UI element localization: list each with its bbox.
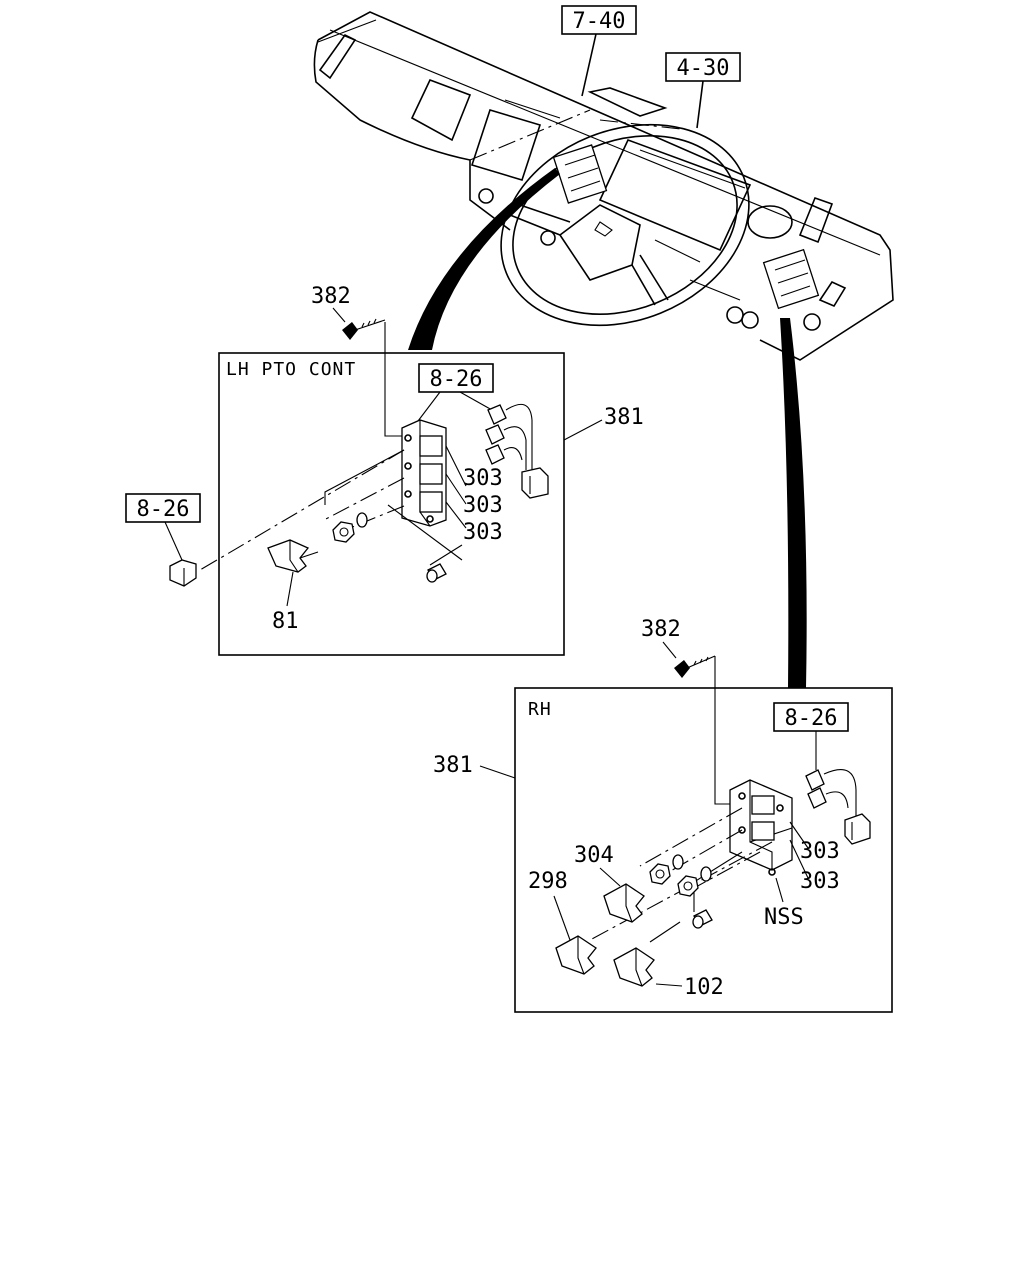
washer-icon	[356, 512, 368, 528]
lh-panel-title: LH PTO CONT	[226, 359, 356, 380]
lh-callout-382: 382	[311, 284, 351, 309]
ref-7-40: 7-40	[561, 5, 637, 97]
ref-4-30: 4-30	[665, 52, 741, 129]
rh-callout-nss: NSS	[764, 905, 804, 930]
rh-screw-icon	[674, 655, 716, 678]
ref-7-40-label: 7-40	[573, 9, 626, 34]
lh-callout-381: 381	[604, 405, 644, 430]
rh-knob-102	[613, 947, 655, 987]
rh-wire-connectors	[805, 769, 871, 845]
rh-ref-8-26: 8-26	[785, 706, 838, 731]
rh-panel: RH 382 381 8-26	[433, 617, 893, 1013]
lh-pto-cont-panel: LH PTO CONT 382 8-26	[199, 284, 644, 656]
rh-washer-lower	[700, 866, 712, 882]
lh-switch-stack	[401, 419, 447, 527]
rh-callout-102: 102	[684, 975, 724, 1000]
rh-switch-bracket	[729, 779, 793, 876]
screw-icon	[342, 318, 386, 340]
rh-callout-382: 382	[641, 617, 681, 642]
lh-callout-81: 81	[272, 609, 299, 634]
rh-knob-298	[555, 935, 597, 975]
rh-panel-title: RH	[528, 699, 552, 720]
ref-8-26-left: 8-26	[125, 493, 201, 587]
rh-knob-304	[603, 883, 645, 923]
rh-callout-303-b: 303	[800, 869, 840, 894]
rh-connector-curve	[780, 318, 807, 688]
lh-knob-81	[267, 539, 319, 573]
rh-bulb-icon	[692, 909, 713, 929]
lh-callout-303-c: 303	[463, 520, 503, 545]
rh-callout-381: 381	[433, 753, 473, 778]
rh-nut-lower	[677, 875, 699, 897]
rh-callout-304: 304	[574, 843, 614, 868]
lh-connector-curve	[408, 168, 560, 350]
dashboard-illustration	[313, 11, 894, 361]
lh-callout-303-a: 303	[463, 466, 503, 491]
lh-ref-8-26: 8-26	[430, 367, 483, 392]
nut-icon	[332, 521, 355, 543]
lh-callout-303-b: 303	[463, 493, 503, 518]
rh-nut-upper	[649, 863, 671, 885]
left-ref-8-26: 8-26	[137, 497, 190, 522]
lh-wire-connectors	[485, 403, 549, 499]
rh-washer-upper	[672, 854, 684, 870]
ref-4-30-label: 4-30	[677, 56, 730, 81]
bulb-icon	[426, 563, 447, 583]
rh-callout-298: 298	[528, 869, 568, 894]
rh-callout-303-a: 303	[800, 839, 840, 864]
